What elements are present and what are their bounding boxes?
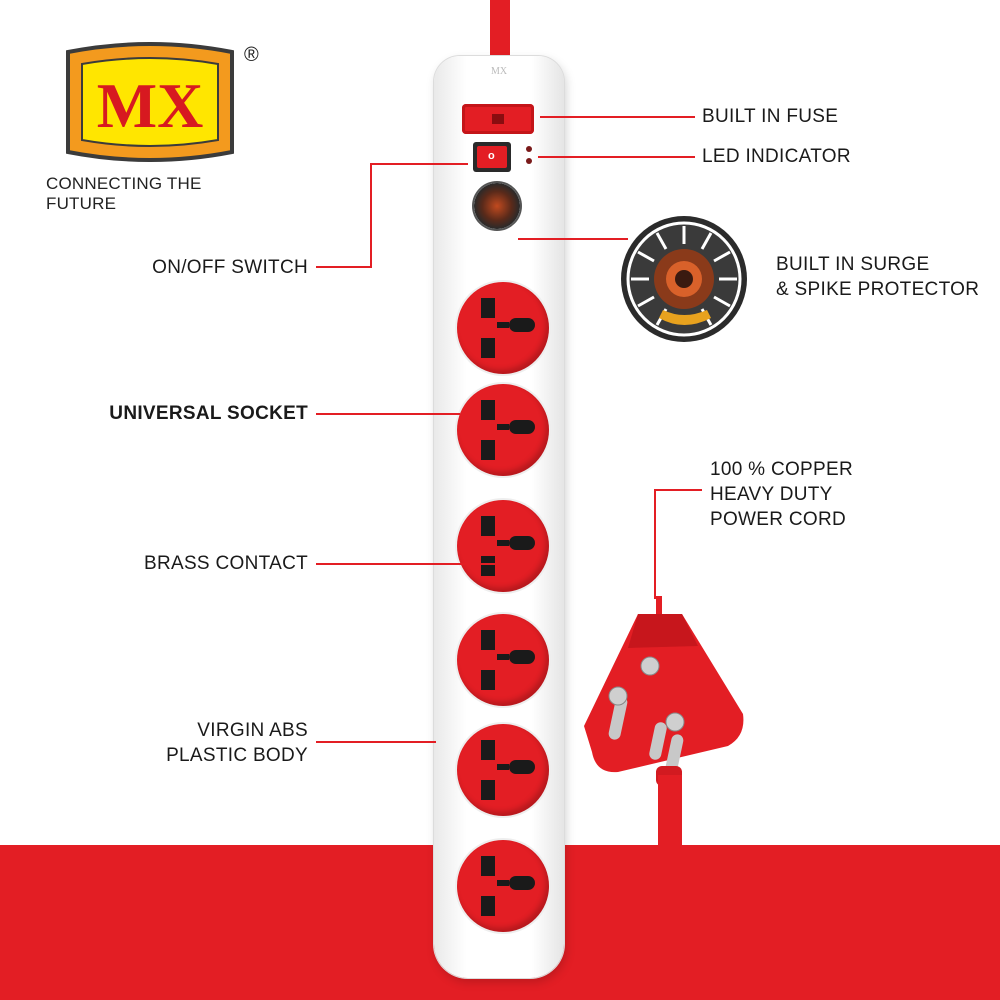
power-switch-mark: o <box>488 150 495 162</box>
leader-line-surge <box>518 238 628 240</box>
mx-logo-icon: MX <box>66 42 234 162</box>
label-brass-contact: BRASS CONTACT <box>143 553 308 574</box>
label-abs-line2: PLASTIC BODY <box>166 745 308 766</box>
label-led-indicator: LED INDICATOR <box>702 146 851 167</box>
universal-socket-icon <box>457 840 549 932</box>
label-cord-line1: 100 % COPPER <box>710 459 853 480</box>
leader-line-switch-v <box>370 163 372 268</box>
led-indicator-icon <box>526 146 532 152</box>
universal-socket-icon <box>457 282 549 374</box>
strip-emboss-logo: MX <box>490 66 508 77</box>
label-cord-line2: HEAVY DUTY <box>710 484 833 505</box>
leader-line-cord-v <box>654 489 656 599</box>
power-cord <box>658 775 682 1000</box>
top-cord <box>490 0 510 62</box>
fuse-slot <box>492 114 504 124</box>
universal-socket-icon <box>457 724 549 816</box>
leader-line-switch-h1 <box>316 266 372 268</box>
leader-line-socket <box>316 413 460 415</box>
led-indicator-icon <box>526 158 532 164</box>
surge-coil-small-icon <box>474 183 520 229</box>
label-universal-socket: UNIVERSAL SOCKET <box>109 403 308 424</box>
label-on-off-switch: ON/OFF SWITCH <box>152 257 308 278</box>
label-abs-line1: VIRGIN ABS <box>197 720 308 741</box>
leader-line-abs <box>316 741 436 743</box>
registered-mark: ® <box>244 44 259 66</box>
leader-line-fuse <box>540 116 695 118</box>
universal-socket-icon <box>457 384 549 476</box>
leader-line-brass <box>316 563 506 565</box>
leader-line-switch-h2 <box>370 163 468 165</box>
logo-text: MX <box>97 70 204 141</box>
label-built-in-fuse: BUILT IN FUSE <box>702 106 839 127</box>
brand-tagline: CONNECTING THE FUTURE <box>46 174 202 213</box>
label-surge-line2: & SPIKE PROTECTOR <box>776 279 980 300</box>
power-switch-rocker <box>477 146 507 168</box>
universal-socket-icon <box>457 500 549 592</box>
label-cord-line3: POWER CORD <box>710 509 846 530</box>
surge-coil-icon <box>621 216 747 342</box>
leader-line-led <box>538 156 695 158</box>
label-surge-line1: BUILT IN SURGE <box>776 254 930 275</box>
universal-socket-icon <box>457 614 549 706</box>
leader-line-cord-h <box>654 489 702 491</box>
